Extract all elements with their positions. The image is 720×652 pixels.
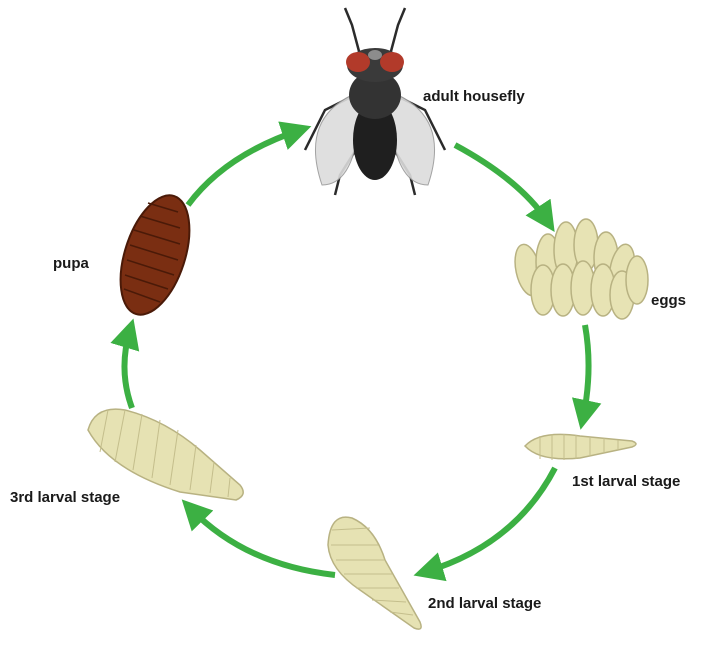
arrow-fly-to-eggs — [453, 142, 555, 232]
label-1st-larval-stage: 1st larval stage — [572, 473, 681, 490]
arrow-larva1-to-larva2 — [413, 466, 558, 582]
label-3rd-larval-stage: 3rd larval stage — [10, 489, 121, 506]
label-eggs: eggs — [651, 292, 687, 309]
arrow-larva2-to-larva3 — [181, 499, 336, 578]
label-2nd-larval-stage: 2nd larval stage — [428, 595, 542, 612]
arrow-pupa-to-fly — [185, 121, 312, 207]
egg-cluster-icon — [514, 218, 649, 320]
larva-icon-3rd — [87, 408, 244, 501]
arrow-larva3-to-pupa — [110, 318, 140, 410]
larva-icon-2nd — [327, 516, 422, 630]
larva-icon-1st — [523, 433, 637, 460]
label-pupa: pupa — [53, 255, 89, 272]
label-adult-housefly: adult housefly — [423, 88, 525, 105]
housefly-icon — [303, 7, 447, 196]
pupa-icon — [119, 194, 191, 316]
arrow-eggs-to-larva1 — [571, 324, 602, 430]
